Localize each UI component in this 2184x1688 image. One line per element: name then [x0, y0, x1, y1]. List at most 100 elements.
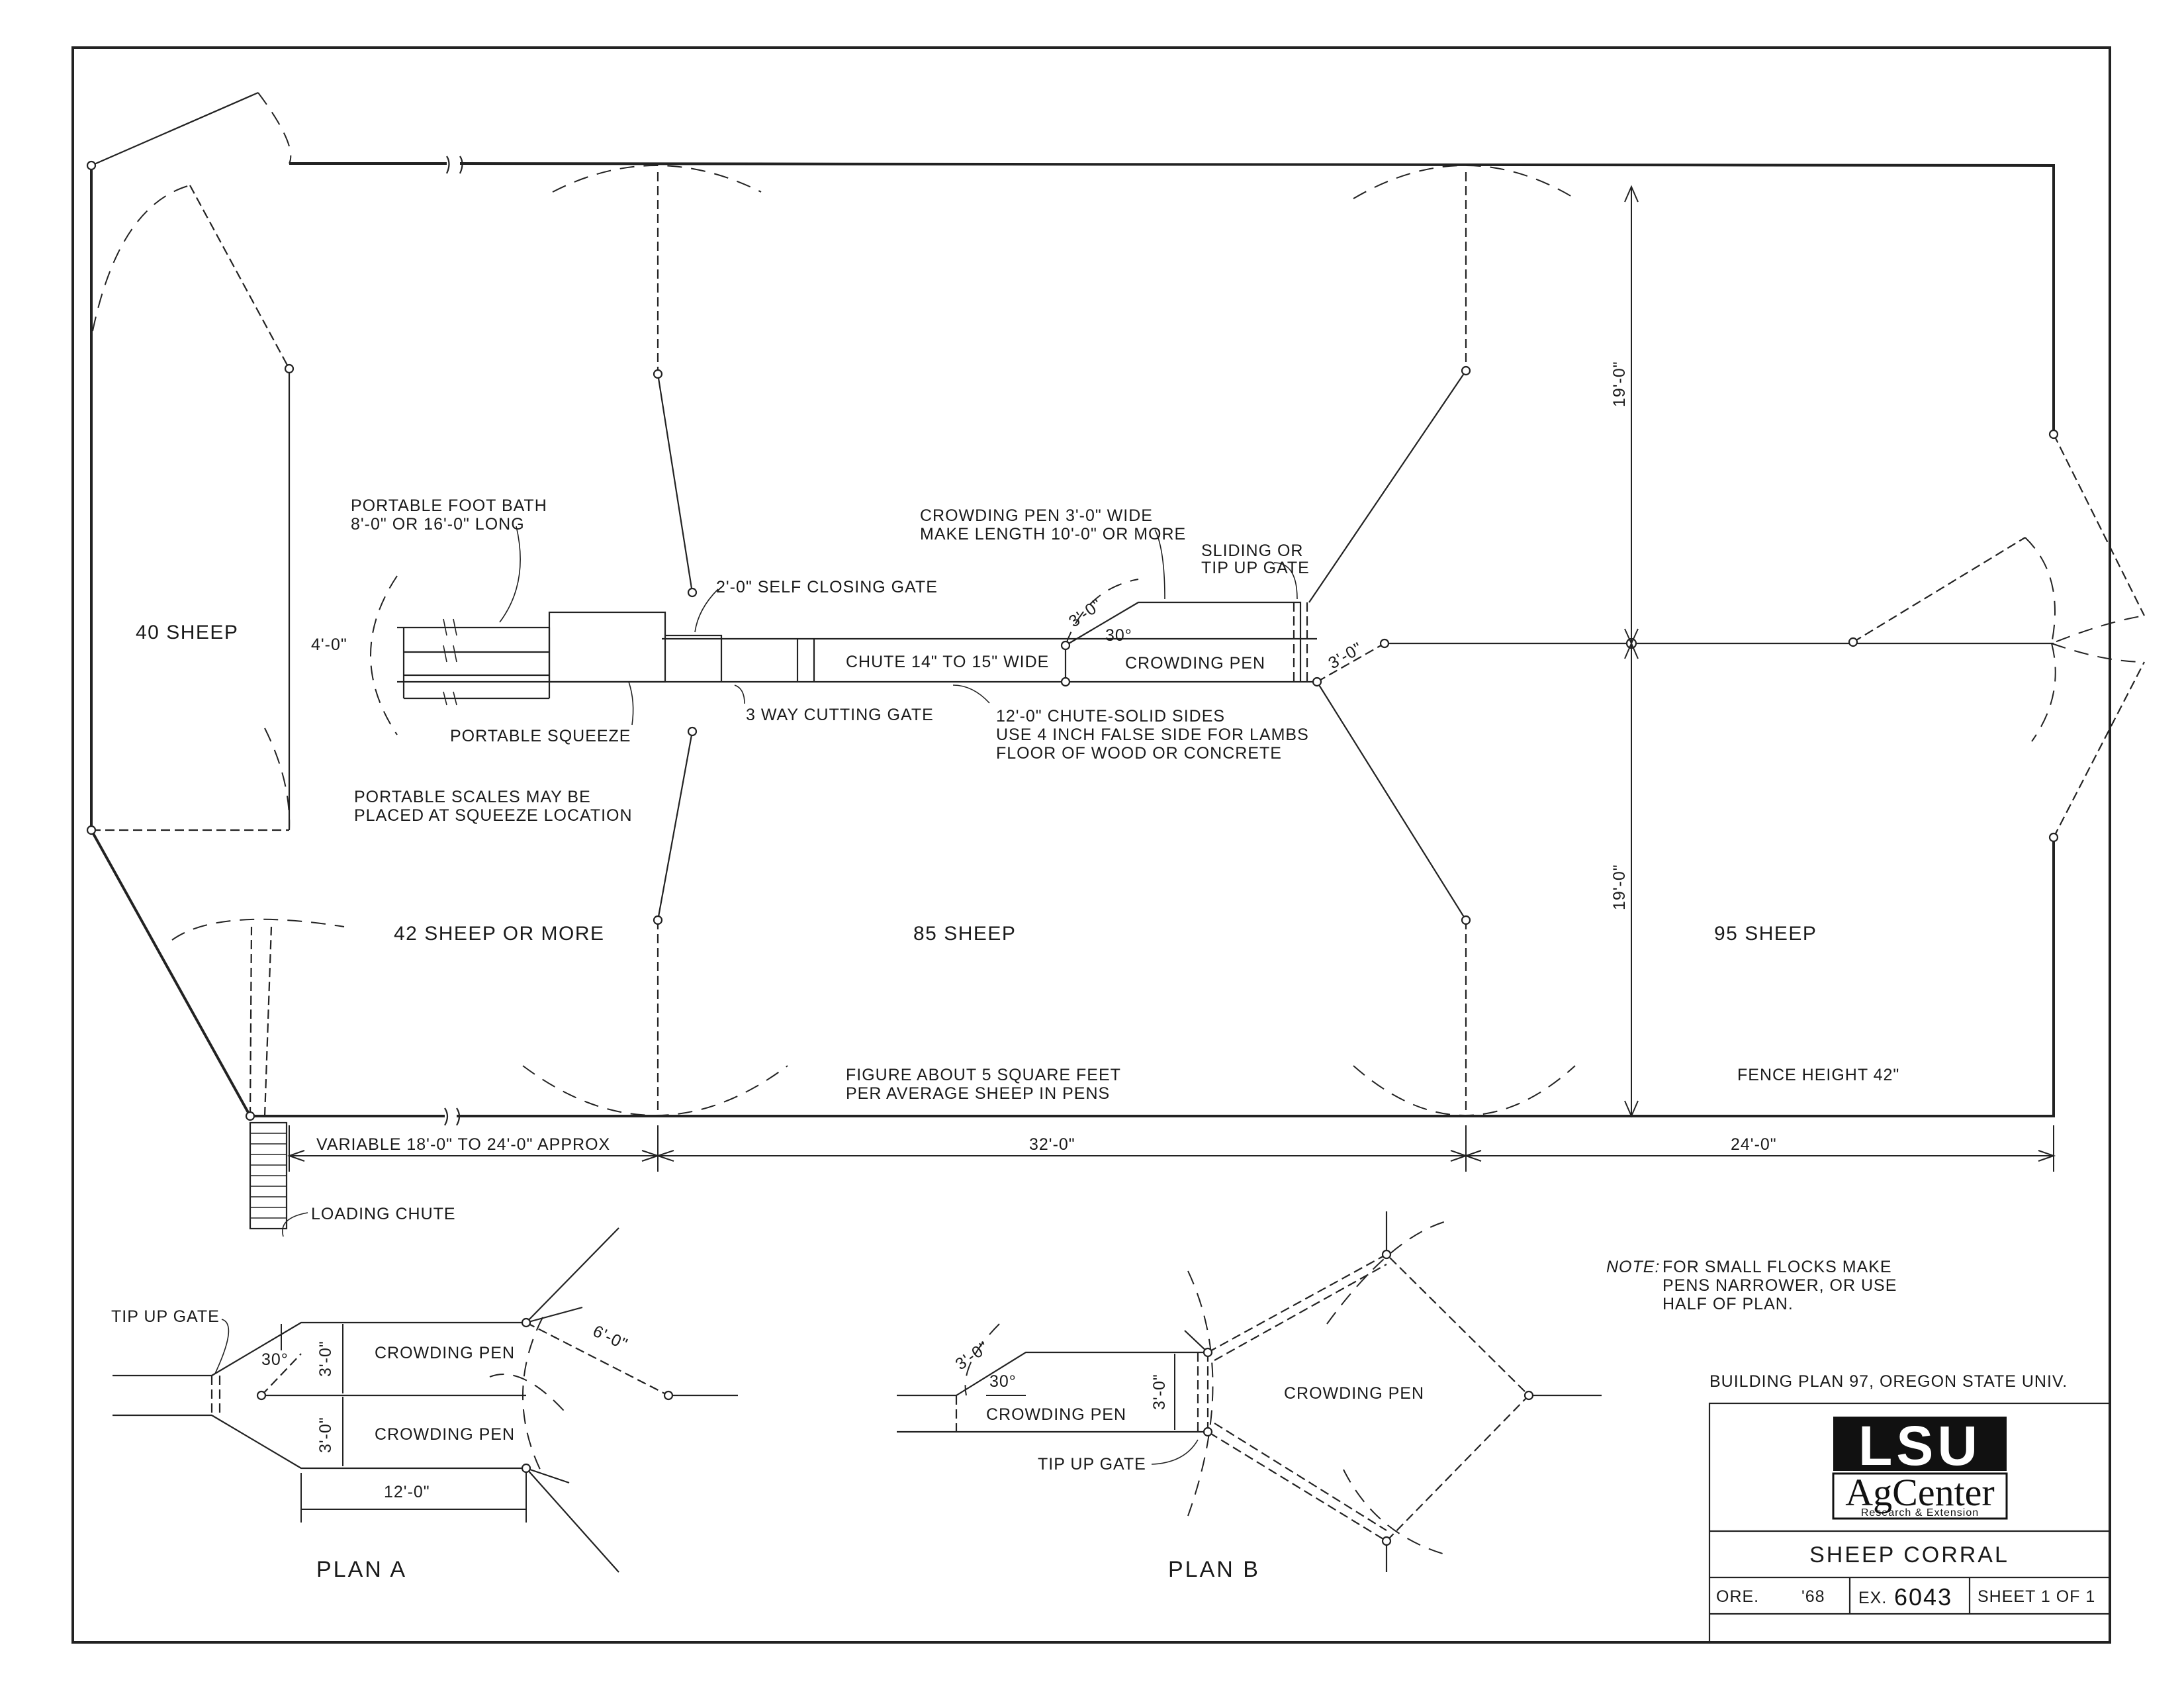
- chute-sides-1: 12'-0" CHUTE-SOLID SIDES: [996, 707, 1225, 726]
- pen-40-label: 40 SHEEP: [136, 622, 238, 643]
- plan-b-pen: [956, 1351, 1205, 1396]
- crowding-arc: [1065, 579, 1139, 646]
- post: [653, 915, 663, 925]
- plan-a-gate-dash: [210, 1376, 221, 1415]
- self-closing-label: 2'-0" SELF CLOSING GATE: [716, 578, 938, 596]
- plan-a-top-pen: [211, 1321, 526, 1376]
- fence-divider-1-top: [657, 373, 694, 593]
- gate-loading: [249, 926, 273, 1117]
- ex-label: EX.: [1858, 1589, 1887, 1607]
- crowding-note-1: CROWDING PEN 3'-0" WIDE: [920, 506, 1153, 525]
- dim-32-label: 32'-0": [1029, 1135, 1075, 1154]
- plan-b-pen-diamond: CROWDING PEN: [1284, 1384, 1424, 1403]
- fence-height-label: FENCE HEIGHT 42": [1737, 1066, 1899, 1084]
- fence-divider-2-top: [1308, 370, 1467, 603]
- foot-bath-label-2: 8'-0" OR 16'-0" LONG: [351, 515, 525, 534]
- cutting-gate-label: 3 WAY CUTTING GATE: [746, 706, 934, 724]
- plan-b-diamond-2: [1214, 1264, 1387, 1531]
- right-gate-bottom: [2053, 661, 2145, 838]
- leader-self-closing: [694, 588, 719, 633]
- agcenter-logo-text: AgCenter: [1845, 1471, 1995, 1514]
- post: [1379, 638, 1390, 649]
- arc-div-2-top: [1353, 165, 1576, 199]
- arc-div-1-bottom: [522, 1065, 788, 1116]
- right-arc-upper: [2025, 537, 2145, 645]
- right-arc-lower: [2031, 643, 2145, 742]
- post: [1312, 677, 1322, 687]
- pen-95-label: 95 SHEEP: [1714, 923, 1817, 945]
- origin-label: ORE.: [1716, 1587, 1759, 1606]
- scales-note-2: PLACED AT SQUEEZE LOCATION: [354, 806, 633, 825]
- sliding-note-1: SLIDING OR: [1201, 541, 1303, 560]
- agcenter-logo-box: [1832, 1472, 2008, 1520]
- loading-chute-label: LOADING CHUTE: [311, 1205, 456, 1223]
- plan-a-drawing: [113, 1227, 738, 1573]
- leader-foot-bath: [499, 526, 521, 623]
- ex-number: 6043: [1894, 1583, 1952, 1611]
- dim-variable-label: VARIABLE 18'-0" TO 24'-0" APPROX: [316, 1135, 610, 1154]
- post: [2048, 429, 2059, 440]
- plan-a-width-bottom: 3'-0": [316, 1417, 335, 1453]
- gate-40-upper: [189, 185, 290, 369]
- main-corral: [86, 91, 2145, 1237]
- post: [687, 587, 698, 598]
- arc-40-upper: [92, 185, 191, 332]
- thirty-deg-label: 30°: [1105, 626, 1132, 645]
- dim-24-label: 24'-0": [1731, 1135, 1777, 1154]
- plan-a-tip-leader: [214, 1319, 230, 1374]
- post: [1060, 677, 1071, 687]
- plan-a-right-arms: [525, 1227, 619, 1573]
- plan-b-entry-lines: [897, 1394, 1205, 1433]
- plan-b-tip-leader: [1151, 1439, 1199, 1465]
- left-top-arc: [257, 92, 292, 164]
- top-fence: [289, 162, 2055, 434]
- dim-horizontal: [289, 1125, 2054, 1172]
- posts: [86, 160, 2059, 1121]
- arc-40-mid: [264, 727, 291, 831]
- post: [1203, 1427, 1213, 1437]
- arc-div-2-bottom: [1353, 1065, 1576, 1116]
- foot-bath: [402, 628, 551, 700]
- crowding-pen-label: CROWDING PEN: [1125, 654, 1265, 673]
- note-line-3: HALF OF PLAN.: [1662, 1295, 1794, 1313]
- top-fence-break: [445, 156, 463, 174]
- agcenter-sub-text: Research & Extension: [1861, 1507, 1979, 1519]
- post: [1060, 640, 1071, 651]
- pen-42-label: 42 SHEEP OR MORE: [394, 923, 605, 945]
- plan-a-dims: [281, 1324, 527, 1523]
- gate-4ft-label: 4'-0": [311, 635, 347, 654]
- building-plan-label: BUILDING PLAN 97, OREGON STATE UNIV.: [1709, 1372, 2068, 1391]
- left-top-gate-swing: [91, 91, 259, 167]
- foot-bath-label-1: PORTABLE FOOT BATH: [351, 496, 547, 515]
- plan-b-title: PLAN B: [1168, 1557, 1260, 1582]
- post: [1203, 1347, 1213, 1358]
- chute-width-label: CHUTE 14" TO 15" WIDE: [846, 653, 1049, 671]
- center-gate-left: [1316, 643, 1385, 682]
- dim-19-arrows: [1624, 185, 1639, 1118]
- foot-bath-breaks: [443, 618, 457, 706]
- plan-b-drawing: [897, 1211, 1602, 1572]
- title-block: [1708, 1402, 2111, 1644]
- figure-note-1: FIGURE ABOUT 5 SQUARE FEET: [846, 1066, 1121, 1084]
- post: [687, 726, 698, 737]
- portable-squeeze: [548, 611, 666, 683]
- post: [653, 369, 663, 379]
- plan-a-gate-6ft: 6'-0": [590, 1322, 630, 1354]
- drawing-title: SHEEP CORRAL: [1809, 1542, 2009, 1568]
- plan-a-angle: 30°: [261, 1350, 289, 1369]
- post: [1461, 365, 1471, 376]
- leader-squeeze: [628, 681, 634, 726]
- post: [521, 1317, 531, 1328]
- loading-chute-slats: [250, 1133, 287, 1219]
- leader-chute: [952, 684, 990, 704]
- fence-divider-1-bottom: [657, 731, 694, 921]
- post: [284, 363, 295, 374]
- plan-b-tip-up-gate: TIP UP GATE: [1038, 1455, 1146, 1474]
- post: [521, 1463, 531, 1474]
- plan-a-swing: [261, 1353, 302, 1396]
- leader-cutting: [734, 684, 745, 704]
- figure-note-2: PER AVERAGE SHEEP IN PENS: [846, 1084, 1110, 1103]
- dim-arrows: [287, 1150, 2056, 1162]
- plan-a-length: 12'-0": [384, 1483, 430, 1501]
- note-line-2: PENS NARROWER, OR USE: [1662, 1276, 1897, 1295]
